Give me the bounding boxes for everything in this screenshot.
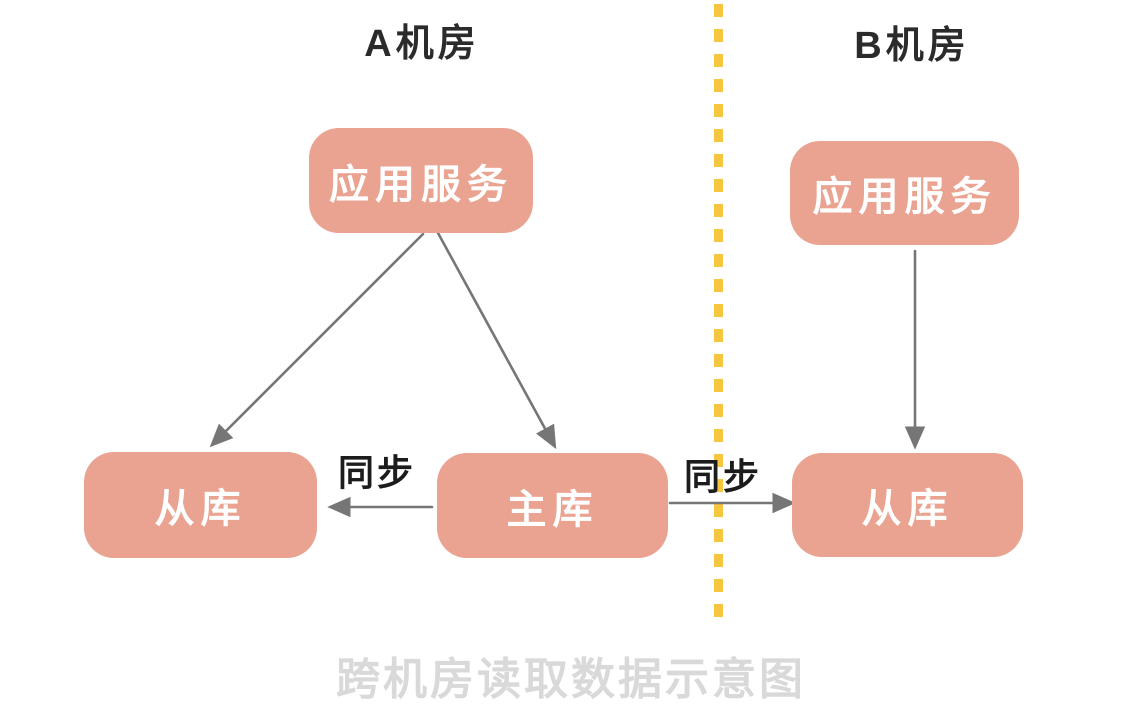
node-slave-db-b-label: 从库 — [861, 487, 954, 531]
arrow-app-a-to-slave-a-icon — [209, 232, 425, 448]
node-master-db-label: 主库 — [506, 487, 599, 532]
node-master-db: 主库 — [437, 453, 668, 558]
sync-label-right: 同步 — [683, 456, 762, 497]
node-slave-db-b: 从库 — [792, 453, 1023, 557]
node-app-service-a: 应用服务 — [309, 128, 533, 233]
arrow-app-a-to-master-icon — [436, 231, 557, 450]
node-app-service-b-label: 应用服务 — [812, 175, 997, 219]
node-slave-db-a-label: 从库 — [154, 487, 247, 531]
node-app-service-a-label: 应用服务 — [329, 162, 513, 207]
diagram-caption: 跨机房读取数据示意图 — [336, 655, 806, 704]
node-app-service-b: 应用服务 — [790, 141, 1019, 245]
node-slave-db-a: 从库 — [84, 452, 317, 558]
zone-title-b: B机房 — [854, 25, 970, 67]
zone-title-a: A机房 — [364, 23, 480, 65]
sync-label-left: 同步 — [337, 452, 416, 493]
